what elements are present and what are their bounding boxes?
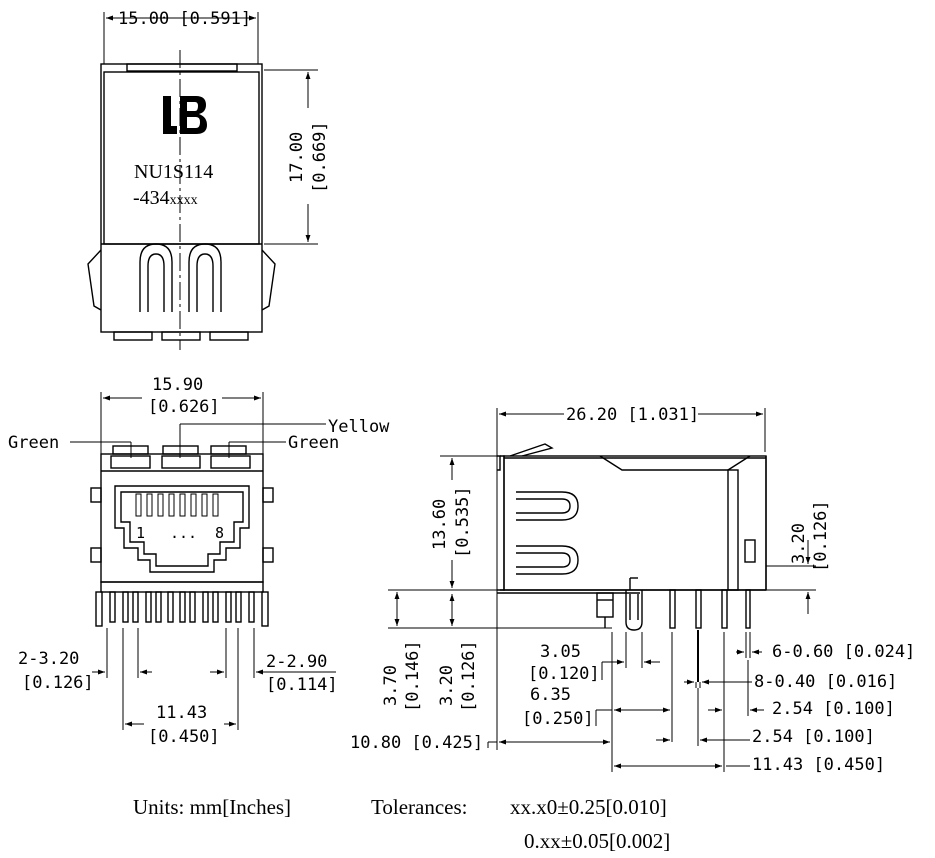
pitch-dim-2: [0.450] (148, 727, 220, 747)
pin-len-dim-in: [0.146] (403, 640, 423, 712)
right-hole-dim-2: [0.114] (266, 675, 338, 695)
dim-635-1: 6.35 (530, 685, 571, 705)
dim-254-b: 2.54 [0.100] (752, 727, 875, 747)
top-height-dim-mm: 17.00 (287, 132, 307, 183)
dim-305-1: 3.05 (540, 642, 581, 662)
front-width-dim-in: [0.626] (148, 397, 220, 417)
pin-len2-dim-mm: 3.20 (437, 665, 457, 706)
pin-first-label: 1 (136, 524, 145, 542)
pin-dots-label: ... (170, 524, 197, 542)
side-view: 26.20 [1.031] (350, 404, 915, 775)
led-right-label: Green (288, 433, 339, 453)
led-left-label: Green (8, 433, 59, 453)
led-center-label: Yellow (328, 417, 390, 437)
front-view: 15.90 [0.626] Green Yellow Green (8, 375, 390, 747)
dim-305-2: [0.120] (528, 664, 600, 684)
side-height-dim-in: [0.535] (453, 486, 473, 558)
side-pins (669, 589, 751, 682)
front-width-dim-mm: 15.90 (152, 375, 203, 395)
notes: Units: mm[Inches] Tolerances: xx.x0±0.25… (133, 795, 670, 853)
right-hole-dim-1: 2-2.90 (266, 652, 327, 672)
dim-1080: 10.80 [0.425] (350, 733, 483, 753)
side-length-dim: 26.20 [1.031] (566, 405, 699, 425)
top-view: 15.00 [0.591] NU1S114 -434xxxx (87, 9, 334, 350)
side-height-dim-mm: 13.60 (430, 499, 450, 550)
pin-len-dim-mm: 3.70 (381, 665, 401, 706)
part-number-line2: -434xxxx (133, 187, 198, 209)
dim-1143: 11.43 [0.450] (752, 755, 885, 775)
side-right-dim-in: [0.126] (811, 500, 831, 572)
pin-len2-dim-in: [0.126] (459, 640, 479, 712)
dim-254-a: 2.54 [0.100] (772, 699, 895, 719)
dim-635-2: [0.250] (522, 709, 594, 729)
tolerance-label: Tolerances: (371, 795, 467, 819)
top-width-dim: 15.00 [0.591] (118, 9, 251, 29)
dim-pin040: 8-0.40 [0.016] (754, 672, 897, 692)
rj45-contacts (135, 493, 219, 517)
units-label: Units: mm[Inches] (133, 795, 291, 819)
left-hole-dim-2: [0.126] (22, 673, 94, 693)
top-height-dim-in: [0.669] (310, 121, 330, 193)
tolerance-line2: 0.xx±0.05[0.002] (524, 829, 670, 853)
dim-pin060: 6-0.60 [0.024] (772, 642, 915, 662)
part-number-line1: NU1S114 (134, 161, 213, 183)
pin-last-label: 8 (215, 524, 224, 542)
left-hole-dim-1: 2-3.20 (18, 649, 79, 669)
brand-logo (163, 96, 207, 134)
front-pins (95, 591, 269, 627)
side-right-dim-mm: 3.20 (789, 523, 809, 564)
pitch-dim-1: 11.43 (156, 703, 207, 723)
tolerance-line1: xx.x0±0.25[0.010] (510, 795, 667, 819)
